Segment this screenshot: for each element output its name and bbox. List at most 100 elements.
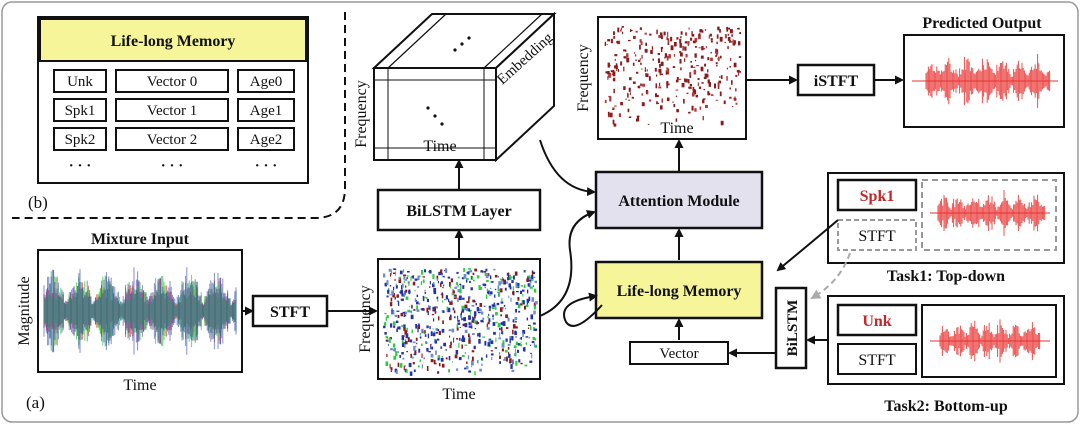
mixture-spectrogram-cell: [399, 355, 402, 358]
output-spectrogram-cell: [666, 85, 668, 89]
mixture-spectrogram-cell: [472, 316, 474, 321]
output-spectrogram-cell: [672, 66, 676, 68]
mixture-spectrogram-cell: [509, 286, 512, 290]
mixture-spectrogram-cell: [501, 348, 504, 352]
memory-cell-spk1: [53, 98, 107, 122]
mixture-spectrogram-cell: [509, 358, 512, 363]
mixture-spectrogram-cell: [422, 328, 424, 330]
mixture-spectrogram-cell: [453, 337, 455, 343]
mixture-spectrogram-cell: [406, 277, 409, 279]
mixture-spectrogram-cell: [397, 351, 399, 353]
memory-age-0: Age0: [250, 74, 283, 90]
mixture-spectrogram-cell: [393, 272, 396, 274]
mixture-spectrogram-cell: [515, 331, 517, 335]
mixture-spectrogram-cell: [455, 350, 459, 355]
output-spectrogram-cell: [732, 43, 735, 46]
mixture-spectrogram-cell: [405, 289, 408, 293]
task1-stft-box: [837, 219, 917, 251]
mixture-spectrogram-cell: [448, 298, 450, 303]
mixture-spectrogram-cell: [513, 345, 517, 348]
output-spectrogram-cell: [666, 55, 669, 61]
output-spectrogram-cell: [639, 39, 642, 43]
mixture-spectrogram-cell: [403, 324, 406, 329]
mixture-spectrogram-cell: [495, 337, 497, 343]
mixture-spectrogram-cell: [466, 301, 470, 304]
mixture-spectrogram-cell: [473, 279, 475, 282]
mixture-spectrogram-cell: [486, 323, 488, 328]
output-spectrogram-cell: [641, 93, 644, 96]
mixture-spectrogram-cell: [396, 310, 400, 312]
mixture-spectrogram-cell: [460, 284, 462, 289]
mixture-spectrogram-cell: [530, 352, 532, 354]
output-spectrogram-cell: [681, 83, 685, 88]
mixture-spectrogram-cell: [417, 275, 420, 281]
mixture-spectrogram-cell: [396, 294, 399, 298]
memory-key-0: Unk: [67, 74, 93, 90]
output-spectrogram-cell: [615, 63, 618, 67]
mixture-spectrogram-cell: [401, 342, 405, 347]
output-spectrogram-cell: [724, 41, 726, 44]
task1-label: Task1: Top-down: [887, 268, 1005, 285]
mixture-spectrogram-cell: [390, 270, 392, 276]
mixture-spectrogram-cell: [523, 347, 526, 352]
mixture-spectrogram-cell: [457, 319, 460, 322]
mixture-spectrogram-cell: [403, 280, 406, 283]
mixture-spectrogram-cell: [482, 317, 485, 321]
mixture-spectrogram-cell: [533, 310, 536, 315]
output-spectrogram-cell: [672, 101, 674, 103]
output-spectrogram-cell: [716, 51, 718, 56]
task1-stft-label: STFT: [858, 228, 896, 245]
bilstm-vertical-label: BiLSTM: [785, 300, 801, 357]
mixture-spectrogram-cell: [461, 277, 465, 280]
mixture-spectrogram-cell: [442, 287, 444, 289]
output-spectrogram-cell: [730, 40, 734, 43]
mixture-spectrogram-cell: [391, 308, 393, 312]
output-spectrogram-cell: [702, 30, 704, 33]
mixture-spectrogram-cell: [440, 269, 443, 275]
mixture-spectrogram-cell: [510, 297, 512, 302]
mixture-spectrogram-cell: [499, 332, 501, 337]
mixture-spectrogram-cell: [417, 286, 420, 288]
mixture-spectrogram-cell: [496, 302, 500, 306]
mixture-spectrogram-cell: [462, 297, 465, 300]
output-spectrogram-cell: [646, 73, 649, 77]
mixture-spectrogram-cell: [514, 271, 518, 276]
mixture-spectrogram-cell: [413, 346, 416, 351]
mixture-spectrogram-cell: [452, 290, 455, 294]
mixture-spectrogram-cell: [486, 327, 490, 330]
output-spectrogram-cell: [735, 102, 738, 105]
mixture-spectrogram-cell: [534, 338, 537, 341]
mixture-spectrogram-cell: [413, 341, 416, 344]
mixture-spectrogram-cell: [412, 275, 415, 279]
mixture-spectrogram-cell: [421, 364, 423, 369]
mixture-spectrogram-cell: [384, 313, 387, 315]
output-spectrogram-cell: [699, 29, 703, 33]
output-spectrogram-cell: [629, 92, 631, 95]
mixture-spectrogram-cell: [389, 294, 392, 296]
task2-speaker-box: [836, 303, 918, 337]
mixture-spectrogram-cell: [516, 291, 519, 293]
mixture-spectrogram-cell: [528, 275, 531, 278]
mixture-spectrogram-cell: [484, 341, 487, 346]
mixture-spectrogram-cell: [441, 356, 443, 358]
mixture-spectrogram-cell: [501, 342, 505, 348]
output-spectrogram-cell: [697, 34, 701, 40]
memory-cell-spk2: [53, 127, 107, 151]
mixture-spectrogram-cell: [386, 353, 388, 357]
output-spectrogram-cell: [628, 87, 631, 92]
output-spectrogram-cell: [654, 67, 657, 72]
mixture-spectrogram-cell: [401, 283, 404, 289]
mixture-spectrogram-cell: [405, 369, 408, 373]
mixture-spectrogram-cell: [524, 305, 527, 310]
stft-box: [251, 294, 329, 328]
output-spectrogram-cell: [623, 49, 626, 52]
cube-dot: [467, 36, 471, 40]
output-spectrogram-cell: [729, 87, 732, 90]
predicted-output-waveform: [912, 53, 1058, 109]
mixture-spectrogram-cell: [527, 283, 530, 287]
mixture-spectrogram-cell: [389, 363, 391, 369]
mixture-spectrogram-cell: [532, 285, 534, 287]
mixture-spectrogram-cell: [461, 305, 465, 311]
mixture-spectrogram-cell: [468, 297, 470, 303]
memory-cell-age2: [237, 127, 295, 151]
